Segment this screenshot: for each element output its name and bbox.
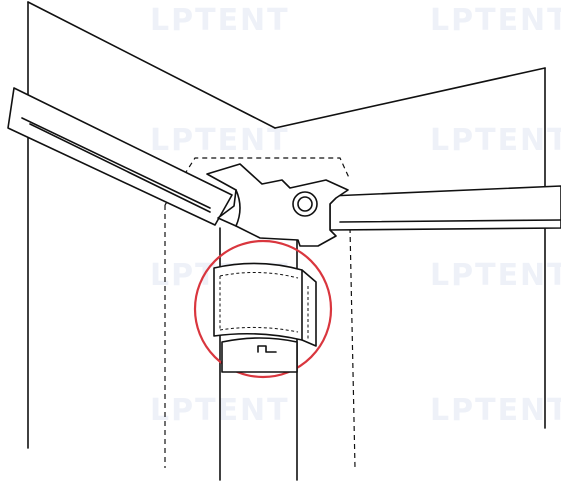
canopy-right-edge [274,67,546,129]
watermark: LPTENT [150,123,290,158]
corner-connector [206,163,349,247]
pole-top-inner [221,337,298,373]
tent-walls [27,1,546,449]
connector-body [206,163,349,247]
left-beam-groove [21,117,211,209]
fabric-strap [213,262,317,347]
connector-notch [235,189,241,227]
highlight-circle [193,239,333,379]
right-beam-body [329,185,561,231]
strap-stitch-bottom [219,326,299,333]
pole-top-key [257,345,277,353]
watermark: LPTENT [430,3,561,38]
right-beam-groove [339,219,561,223]
watermark: LPTENT [430,393,561,428]
dashed-right [349,227,356,469]
watermark: LPTENT [150,3,290,38]
strap-stitch-top [219,271,299,279]
strap-detail [193,239,333,379]
watermark: LPTENT [430,123,561,158]
watermark: LPTENT [430,258,561,293]
left-beam-body [7,87,233,226]
watermark: LPTENT [150,393,290,428]
left-beam-groove-2 [29,123,211,213]
bolt-inner [297,196,313,212]
right-roof-beam [329,185,561,231]
left-roof-beam [7,87,233,226]
canopy-left-edge [27,1,276,129]
